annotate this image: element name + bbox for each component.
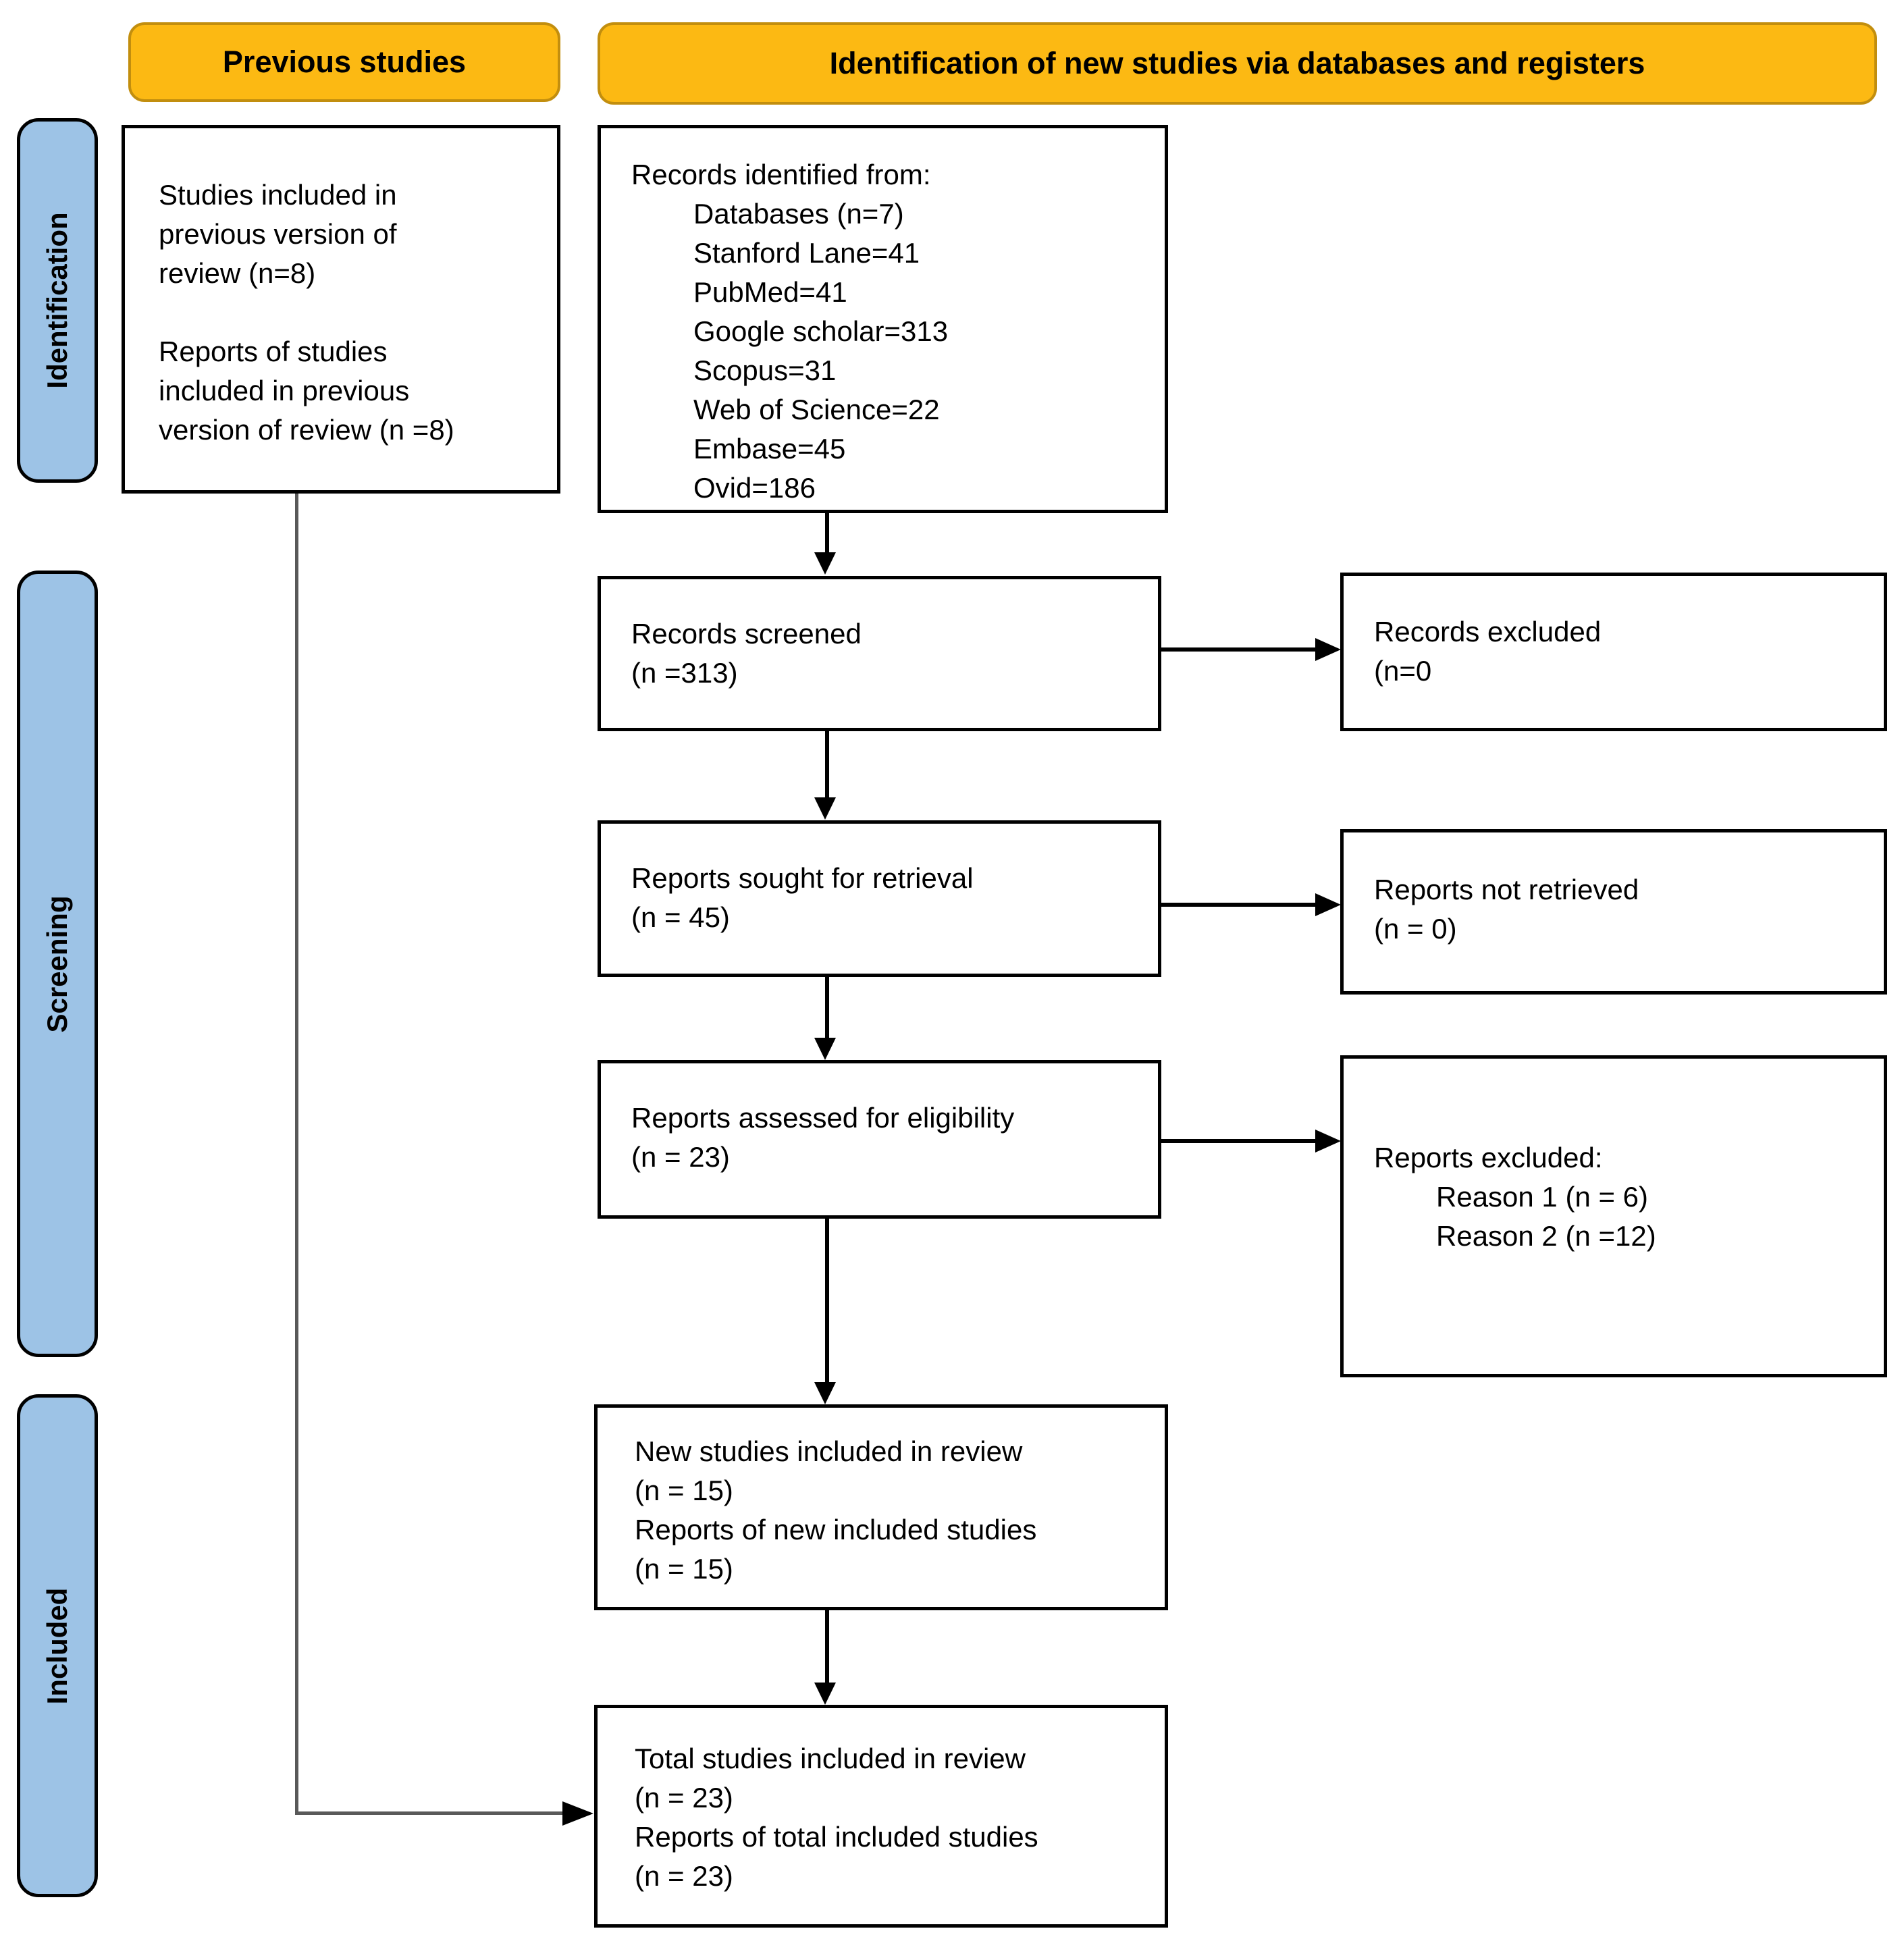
box-new-studies-count-2: (n = 15) bbox=[635, 1553, 733, 1585]
reports-excluded-reason: Reason 1 (n = 6) bbox=[1436, 1181, 1649, 1213]
box-records-identified: Records identified from: Databases (n=7)… bbox=[598, 125, 1168, 513]
box-previous-studies-text-2: Reports of studies included in previous … bbox=[159, 336, 454, 446]
arrowhead-down-icon bbox=[814, 1683, 836, 1705]
arrowhead-down-icon bbox=[814, 1038, 836, 1060]
arrow-assessed-to-new-studies bbox=[825, 1219, 829, 1384]
connector-previous-to-total-vertical bbox=[295, 494, 298, 1815]
arrowhead-right-icon bbox=[1315, 893, 1341, 916]
arrow-identified-to-screened bbox=[825, 512, 829, 554]
header-previous-studies: Previous studies bbox=[128, 22, 560, 102]
stage-label-screening: Screening bbox=[41, 895, 73, 1033]
box-new-studies-text-1: New studies included in review bbox=[635, 1435, 1023, 1467]
box-records-excluded: Records excluded (n=0 bbox=[1340, 573, 1887, 731]
arrowhead-right-icon bbox=[562, 1801, 593, 1826]
box-reports-not-retrieved: Reports not retrieved (n = 0) bbox=[1340, 829, 1887, 995]
arrow-screened-to-sought bbox=[825, 731, 829, 799]
arrow-screened-to-excluded bbox=[1161, 647, 1315, 652]
arrowhead-right-icon bbox=[1315, 638, 1341, 661]
arrow-sought-to-not-retrieved bbox=[1161, 903, 1315, 907]
arrow-sought-to-assessed bbox=[825, 977, 829, 1039]
box-reports-not-retrieved-text: Reports not retrieved bbox=[1374, 874, 1639, 905]
box-total-studies-included: Total studies included in review (n = 23… bbox=[594, 1705, 1168, 1928]
arrowhead-down-icon bbox=[814, 1382, 836, 1404]
arrowhead-down-icon bbox=[814, 797, 836, 820]
box-records-screened-text: Records screened bbox=[631, 618, 862, 650]
stage-label-identification: Identification bbox=[41, 212, 73, 389]
box-new-studies-count-1: (n = 15) bbox=[635, 1475, 733, 1506]
stage-bar-included: Included bbox=[17, 1394, 98, 1897]
box-total-studies-count-2: (n = 23) bbox=[635, 1860, 733, 1892]
box-records-excluded-count: (n=0 bbox=[1374, 655, 1432, 687]
connector-previous-to-total-horizontal bbox=[295, 1811, 564, 1815]
arrowhead-right-icon bbox=[1315, 1130, 1341, 1153]
header-previous-studies-label: Previous studies bbox=[222, 45, 467, 79]
records-identified-item: PubMed=41 bbox=[693, 276, 847, 308]
box-reports-assessed-text: Reports assessed for eligibility bbox=[631, 1102, 1015, 1134]
box-records-excluded-text: Records excluded bbox=[1374, 616, 1602, 647]
records-identified-item: Scopus=31 bbox=[693, 354, 837, 386]
records-identified-item: Google scholar=313 bbox=[693, 315, 949, 347]
header-identification-new-studies: Identification of new studies via databa… bbox=[598, 22, 1877, 105]
arrowhead-down-icon bbox=[814, 552, 836, 575]
stage-bar-screening: Screening bbox=[17, 571, 98, 1357]
stage-label-included: Included bbox=[41, 1587, 73, 1704]
records-identified-item: Databases (n=7) bbox=[693, 198, 904, 230]
records-identified-item: Embase=45 bbox=[693, 433, 846, 465]
reports-excluded-reason: Reason 2 (n =12) bbox=[1436, 1220, 1656, 1252]
box-previous-studies-text-1: Studies included in previous version of … bbox=[159, 179, 397, 289]
box-reports-assessed: Reports assessed for eligibility (n = 23… bbox=[598, 1060, 1161, 1219]
header-identification-new-studies-label: Identification of new studies via databa… bbox=[829, 46, 1645, 80]
box-total-studies-text-2: Reports of total included studies bbox=[635, 1821, 1038, 1853]
arrow-assessed-to-excluded bbox=[1161, 1139, 1315, 1143]
stage-bar-identification: Identification bbox=[17, 118, 98, 483]
box-reports-sought: Reports sought for retrieval (n = 45) bbox=[598, 820, 1161, 977]
box-new-studies-included: New studies included in review (n = 15) … bbox=[594, 1404, 1168, 1610]
box-reports-sought-count: (n = 45) bbox=[631, 901, 730, 933]
box-reports-assessed-count: (n = 23) bbox=[631, 1141, 730, 1173]
box-previous-studies: Studies included in previous version of … bbox=[122, 125, 560, 494]
box-records-screened: Records screened (n =313) bbox=[598, 576, 1161, 731]
box-reports-excluded: Reports excluded: Reason 1 (n = 6) Reaso… bbox=[1340, 1055, 1887, 1377]
records-identified-item: Stanford Lane=41 bbox=[693, 237, 920, 269]
box-new-studies-text-2: Reports of new included studies bbox=[635, 1514, 1037, 1545]
box-total-studies-count-1: (n = 23) bbox=[635, 1782, 733, 1813]
box-reports-sought-text: Reports sought for retrieval bbox=[631, 862, 974, 894]
arrow-new-to-total-studies bbox=[825, 1610, 829, 1685]
records-identified-item: Ovid=186 bbox=[693, 472, 816, 504]
records-identified-item: Web of Science=22 bbox=[693, 394, 940, 425]
box-total-studies-text-1: Total studies included in review bbox=[635, 1743, 1026, 1774]
box-reports-excluded-title: Reports excluded: bbox=[1374, 1142, 1603, 1173]
box-reports-not-retrieved-count: (n = 0) bbox=[1374, 913, 1457, 945]
box-records-screened-count: (n =313) bbox=[631, 657, 738, 689]
box-records-identified-title: Records identified from: bbox=[631, 159, 931, 190]
